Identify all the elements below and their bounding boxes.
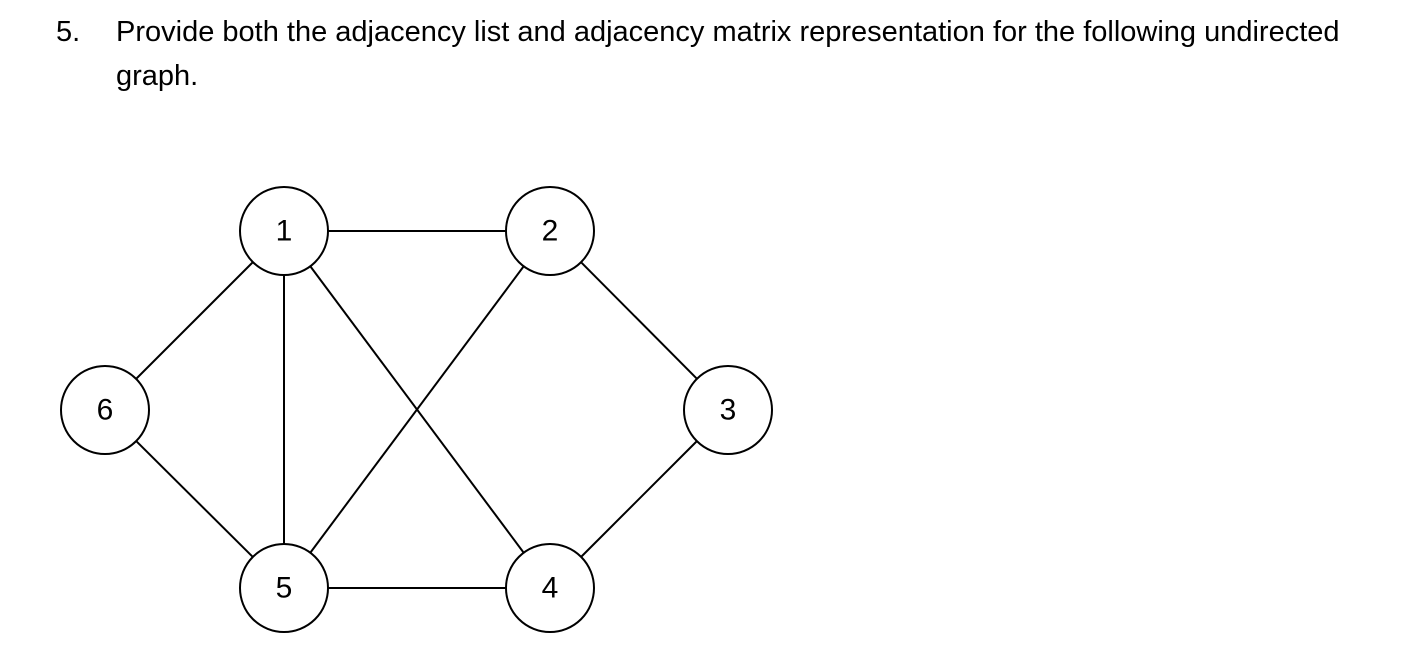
question: 5. Provide both the adjacency list and a…: [56, 10, 1416, 98]
node-label: 3: [720, 394, 737, 427]
node-circle: [239, 543, 329, 633]
graph-edges: [135, 230, 698, 589]
node-circle: [505, 186, 595, 276]
node-label: 4: [542, 572, 559, 605]
node-label: 6: [97, 394, 114, 427]
edge-2-5: [309, 265, 525, 554]
node-2: 2: [505, 186, 595, 276]
node-label: 1: [276, 215, 293, 248]
graph-nodes: 1 2 3 4 5 6: [60, 186, 773, 633]
node-circle: [505, 543, 595, 633]
node-label: 2: [542, 215, 559, 248]
node-circle: [239, 186, 329, 276]
edge-1-6: [135, 261, 254, 380]
node-6: 6: [60, 365, 150, 455]
node-3: 3: [683, 365, 773, 455]
node-5: 5: [239, 543, 329, 633]
node-4: 4: [505, 543, 595, 633]
question-number: 5.: [56, 16, 81, 48]
node-label: 5: [276, 572, 293, 605]
node-1: 1: [239, 186, 329, 276]
question-text: Provide both the adjacency list and adja…: [116, 16, 1340, 92]
node-circle: [60, 365, 150, 455]
edge-3-4: [580, 440, 698, 558]
edge-6-5: [135, 440, 254, 558]
node-circle: [683, 365, 773, 455]
edge-2-3: [580, 261, 698, 380]
